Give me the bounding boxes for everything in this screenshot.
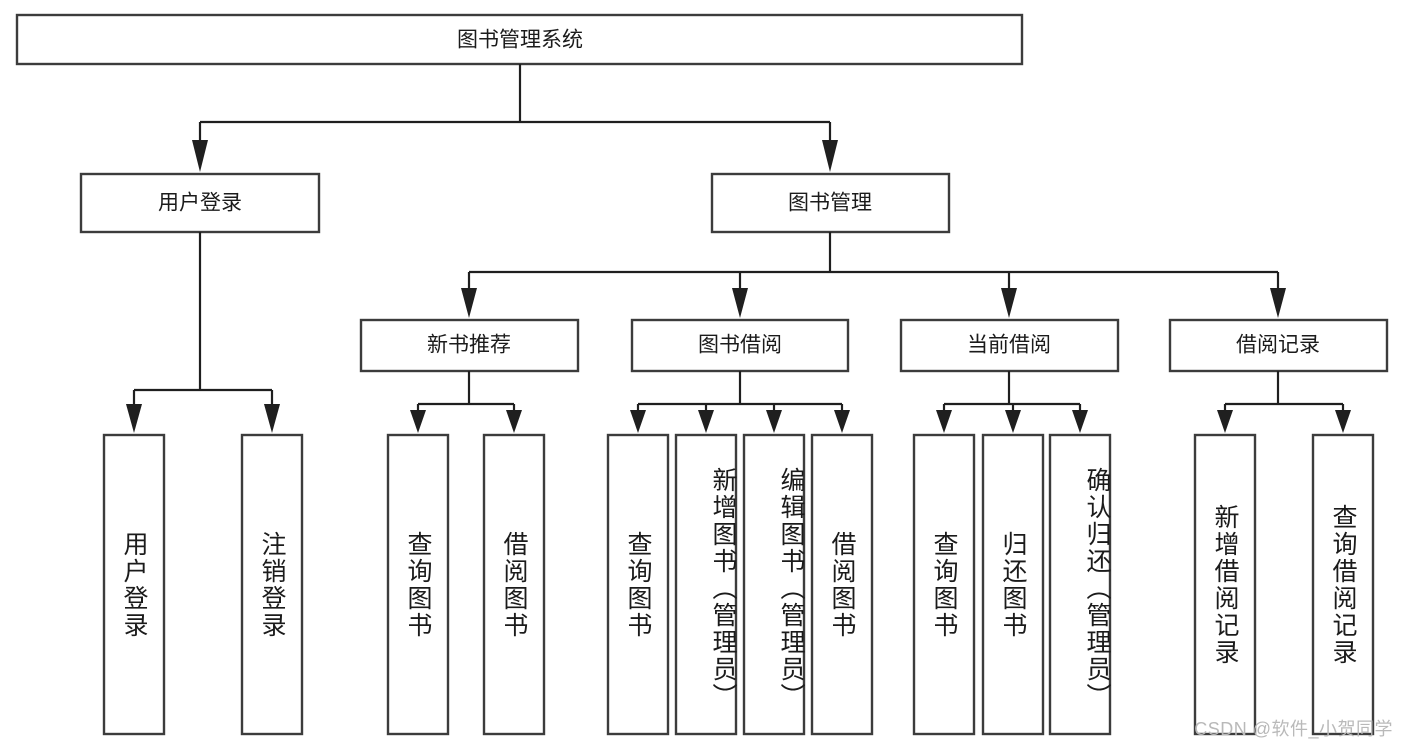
leaf-box-new-book-0[interactable]: [386, 433, 450, 736]
arrowhead-leaf-book-borrow-0: [630, 410, 646, 433]
arrowhead-leaf-borrow-record-1: [1335, 410, 1351, 433]
arrowhead-leaf-current-borrow-2: [1072, 410, 1088, 433]
leaf-box-borrow-record-0[interactable]: [1193, 433, 1257, 736]
node-user-login-label: 用户登录: [158, 192, 242, 215]
leaf-box-user-login-0[interactable]: [102, 433, 166, 736]
node-book-management-label: 图书管理: [788, 192, 872, 215]
arrowhead-leaf-borrow-record-0: [1217, 410, 1233, 433]
leaf-box-book-borrow-0[interactable]: [606, 433, 670, 736]
arrowhead-leaf-book-borrow-1: [698, 410, 714, 433]
arrowhead-leaf-current-borrow-1: [1005, 410, 1021, 433]
leaf-box-current-borrow-2[interactable]: [1048, 433, 1112, 736]
arrowhead-leaf-current-borrow-0: [936, 410, 952, 433]
leaf-box-book-borrow-2[interactable]: [742, 433, 806, 736]
leaf-box-current-borrow-0[interactable]: [912, 433, 976, 736]
arrowhead-to-user-login: [192, 140, 208, 172]
csdn-watermark: CSDN @软件_小贺同学: [1194, 719, 1393, 739]
leaf-box-book-borrow-3[interactable]: [810, 433, 874, 736]
leaf-box-book-borrow-1[interactable]: [674, 433, 738, 736]
arrowhead-leaf-user-login-0: [126, 404, 142, 433]
node-root-system-label: 图书管理系统: [457, 29, 583, 52]
arrowhead-leaf-book-borrow-2: [766, 410, 782, 433]
arrowhead-to-borrow-record: [1270, 288, 1286, 318]
leaf-box-user-login-1[interactable]: [240, 433, 304, 736]
leaf-box-current-borrow-1[interactable]: [981, 433, 1045, 736]
arrowhead-to-current-borrow: [1001, 288, 1017, 318]
arrowhead-leaf-new-book-0: [410, 410, 426, 433]
arrowhead-leaf-user-login-1: [264, 404, 280, 433]
arrowhead-to-new-book-recommend: [461, 288, 477, 318]
arrowhead-leaf-book-borrow-3: [834, 410, 850, 433]
node-root-system[interactable]: [15, 13, 1024, 66]
leaf-box-borrow-record-1[interactable]: [1311, 433, 1375, 736]
node-current-borrow-label: 当前借阅: [967, 334, 1051, 357]
arrowhead-to-book-borrow: [732, 288, 748, 318]
arrowhead-to-book-management: [822, 140, 838, 172]
node-new-book-recommend-label: 新书推荐: [427, 334, 511, 357]
node-user-login[interactable]: [79, 172, 321, 234]
arrowhead-leaf-new-book-1: [506, 410, 522, 433]
node-new-book-recommend[interactable]: [359, 318, 580, 373]
node-borrow-record-label: 借阅记录: [1236, 334, 1320, 357]
leaf-box-new-book-1[interactable]: [482, 433, 546, 736]
node-book-borrow-label: 图书借阅: [698, 334, 782, 357]
node-current-borrow[interactable]: [899, 318, 1120, 373]
